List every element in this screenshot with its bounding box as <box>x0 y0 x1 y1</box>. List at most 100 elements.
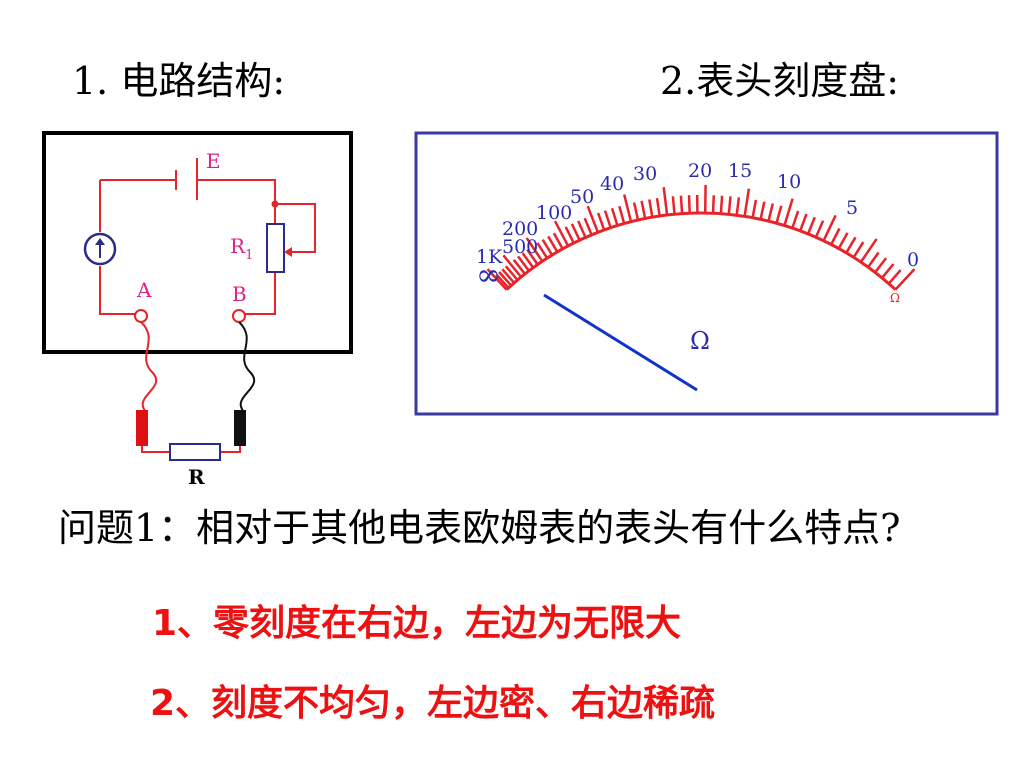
dial-label: 1K <box>476 246 503 268</box>
dial-label: 0 <box>907 249 919 271</box>
dial-tick <box>547 235 559 253</box>
rheostat-label-subscript: 1 <box>245 248 253 263</box>
terminal-b <box>232 309 246 323</box>
probe-black <box>234 410 246 446</box>
dial-tick <box>512 259 526 275</box>
dial-label: 500 <box>502 236 538 258</box>
dial-tick <box>502 254 523 278</box>
battery-label: E <box>206 149 221 173</box>
dial-tick <box>583 217 593 236</box>
terminal-a-label: A <box>136 278 152 302</box>
dial-tick <box>517 255 530 272</box>
dial-tick <box>881 263 895 279</box>
dial-tick <box>783 198 794 226</box>
dial-tick <box>837 232 849 250</box>
dial-tick <box>874 257 888 274</box>
dial-arc <box>505 211 897 291</box>
dial-unit-center: Ω <box>690 327 710 355</box>
dial-tick <box>596 212 606 231</box>
dial-tick <box>806 216 816 235</box>
dial-tick <box>799 213 808 232</box>
dial-label: ∞ <box>476 258 501 293</box>
section-title-circuit: 1. 电路结构: <box>72 59 286 103</box>
dial-tick <box>679 195 684 214</box>
dial-tick <box>852 241 865 258</box>
dial-unit-small: Ω <box>890 291 900 305</box>
circuit-wire-main <box>100 179 276 315</box>
dial-tick <box>586 205 600 233</box>
answer-1: 1、零刻度在右边，左边为无限大 <box>152 603 682 644</box>
dial-tick <box>564 226 575 244</box>
dial-label: 15 <box>728 160 752 182</box>
rheostat-label-main: R <box>230 234 246 258</box>
rheostat-resistor <box>266 223 285 273</box>
dial-tick <box>603 210 612 229</box>
dial-tick <box>570 223 581 241</box>
dial-tick <box>640 200 647 219</box>
dial-tick <box>541 238 554 256</box>
dial-label: 50 <box>570 186 594 208</box>
dial-tick <box>711 195 716 214</box>
dial-tick <box>767 203 775 222</box>
dial-tick <box>759 201 766 220</box>
rheostat-slider-wire <box>275 203 316 253</box>
dial-tick <box>655 198 661 217</box>
circuit-wire-left <box>99 180 135 315</box>
dial-label: 100 <box>536 202 572 224</box>
terminal-b-label: B <box>232 282 247 306</box>
external-resistor-label: R <box>188 465 205 489</box>
dial-tick <box>498 271 513 287</box>
dial-tick <box>719 195 724 214</box>
ohmmeter-case <box>42 131 353 354</box>
dial-frame <box>414 131 999 416</box>
test-lead-black-wire <box>238 321 256 413</box>
dial-tick <box>822 214 837 242</box>
dial-tick <box>577 220 587 238</box>
answer-2: 2、刻度不均匀，左边密、右边稀疏 <box>150 683 716 724</box>
dial-tick <box>830 227 841 246</box>
dial-tick <box>735 197 741 216</box>
dial-tick <box>791 210 800 229</box>
terminal-a <box>134 309 148 323</box>
dial-tick <box>751 199 758 218</box>
dial-scale-ticks <box>486 184 916 291</box>
rheostat-slider-arrow <box>284 247 292 257</box>
probe-red <box>136 410 148 446</box>
external-resistor-wire <box>141 446 241 453</box>
dial-tick <box>610 207 619 226</box>
dial-tick <box>845 236 857 254</box>
dial-tick <box>743 188 751 217</box>
dial-tick <box>671 196 676 215</box>
dial-tick <box>536 242 549 259</box>
dial-tick <box>618 205 626 224</box>
dial-tick <box>521 252 535 269</box>
test-lead-red-wire <box>140 321 158 413</box>
meter-needle <box>543 293 698 392</box>
dial-tick <box>525 237 544 262</box>
dial-tick <box>648 199 654 218</box>
rheostat-label: R1 <box>230 234 253 263</box>
dial-label: 20 <box>688 160 712 182</box>
dial-tick <box>495 273 510 289</box>
dial-label: 200 <box>502 218 538 240</box>
dial-tick <box>894 268 916 291</box>
dial-tick <box>727 196 732 215</box>
dial-tick <box>504 265 519 281</box>
dial-tick <box>814 220 825 238</box>
dial-label: 5 <box>846 197 858 219</box>
circuit-diagram: E R1 A B R <box>42 131 353 489</box>
dial-tick <box>553 220 570 247</box>
dial-tick <box>859 238 878 263</box>
external-resistor <box>169 443 221 461</box>
dial-label: 30 <box>633 163 657 185</box>
dial-tick <box>632 202 640 221</box>
dial-tick <box>687 195 691 214</box>
dial-tick <box>662 187 669 216</box>
dial-tick <box>867 251 880 268</box>
dial-label: 40 <box>600 173 624 195</box>
dial-tick <box>552 232 564 250</box>
dial-tick <box>775 205 783 224</box>
dial-tick <box>887 269 902 285</box>
question-text: 问题1：相对于其他电表欧姆表的表头有什么特点? <box>58 506 901 550</box>
